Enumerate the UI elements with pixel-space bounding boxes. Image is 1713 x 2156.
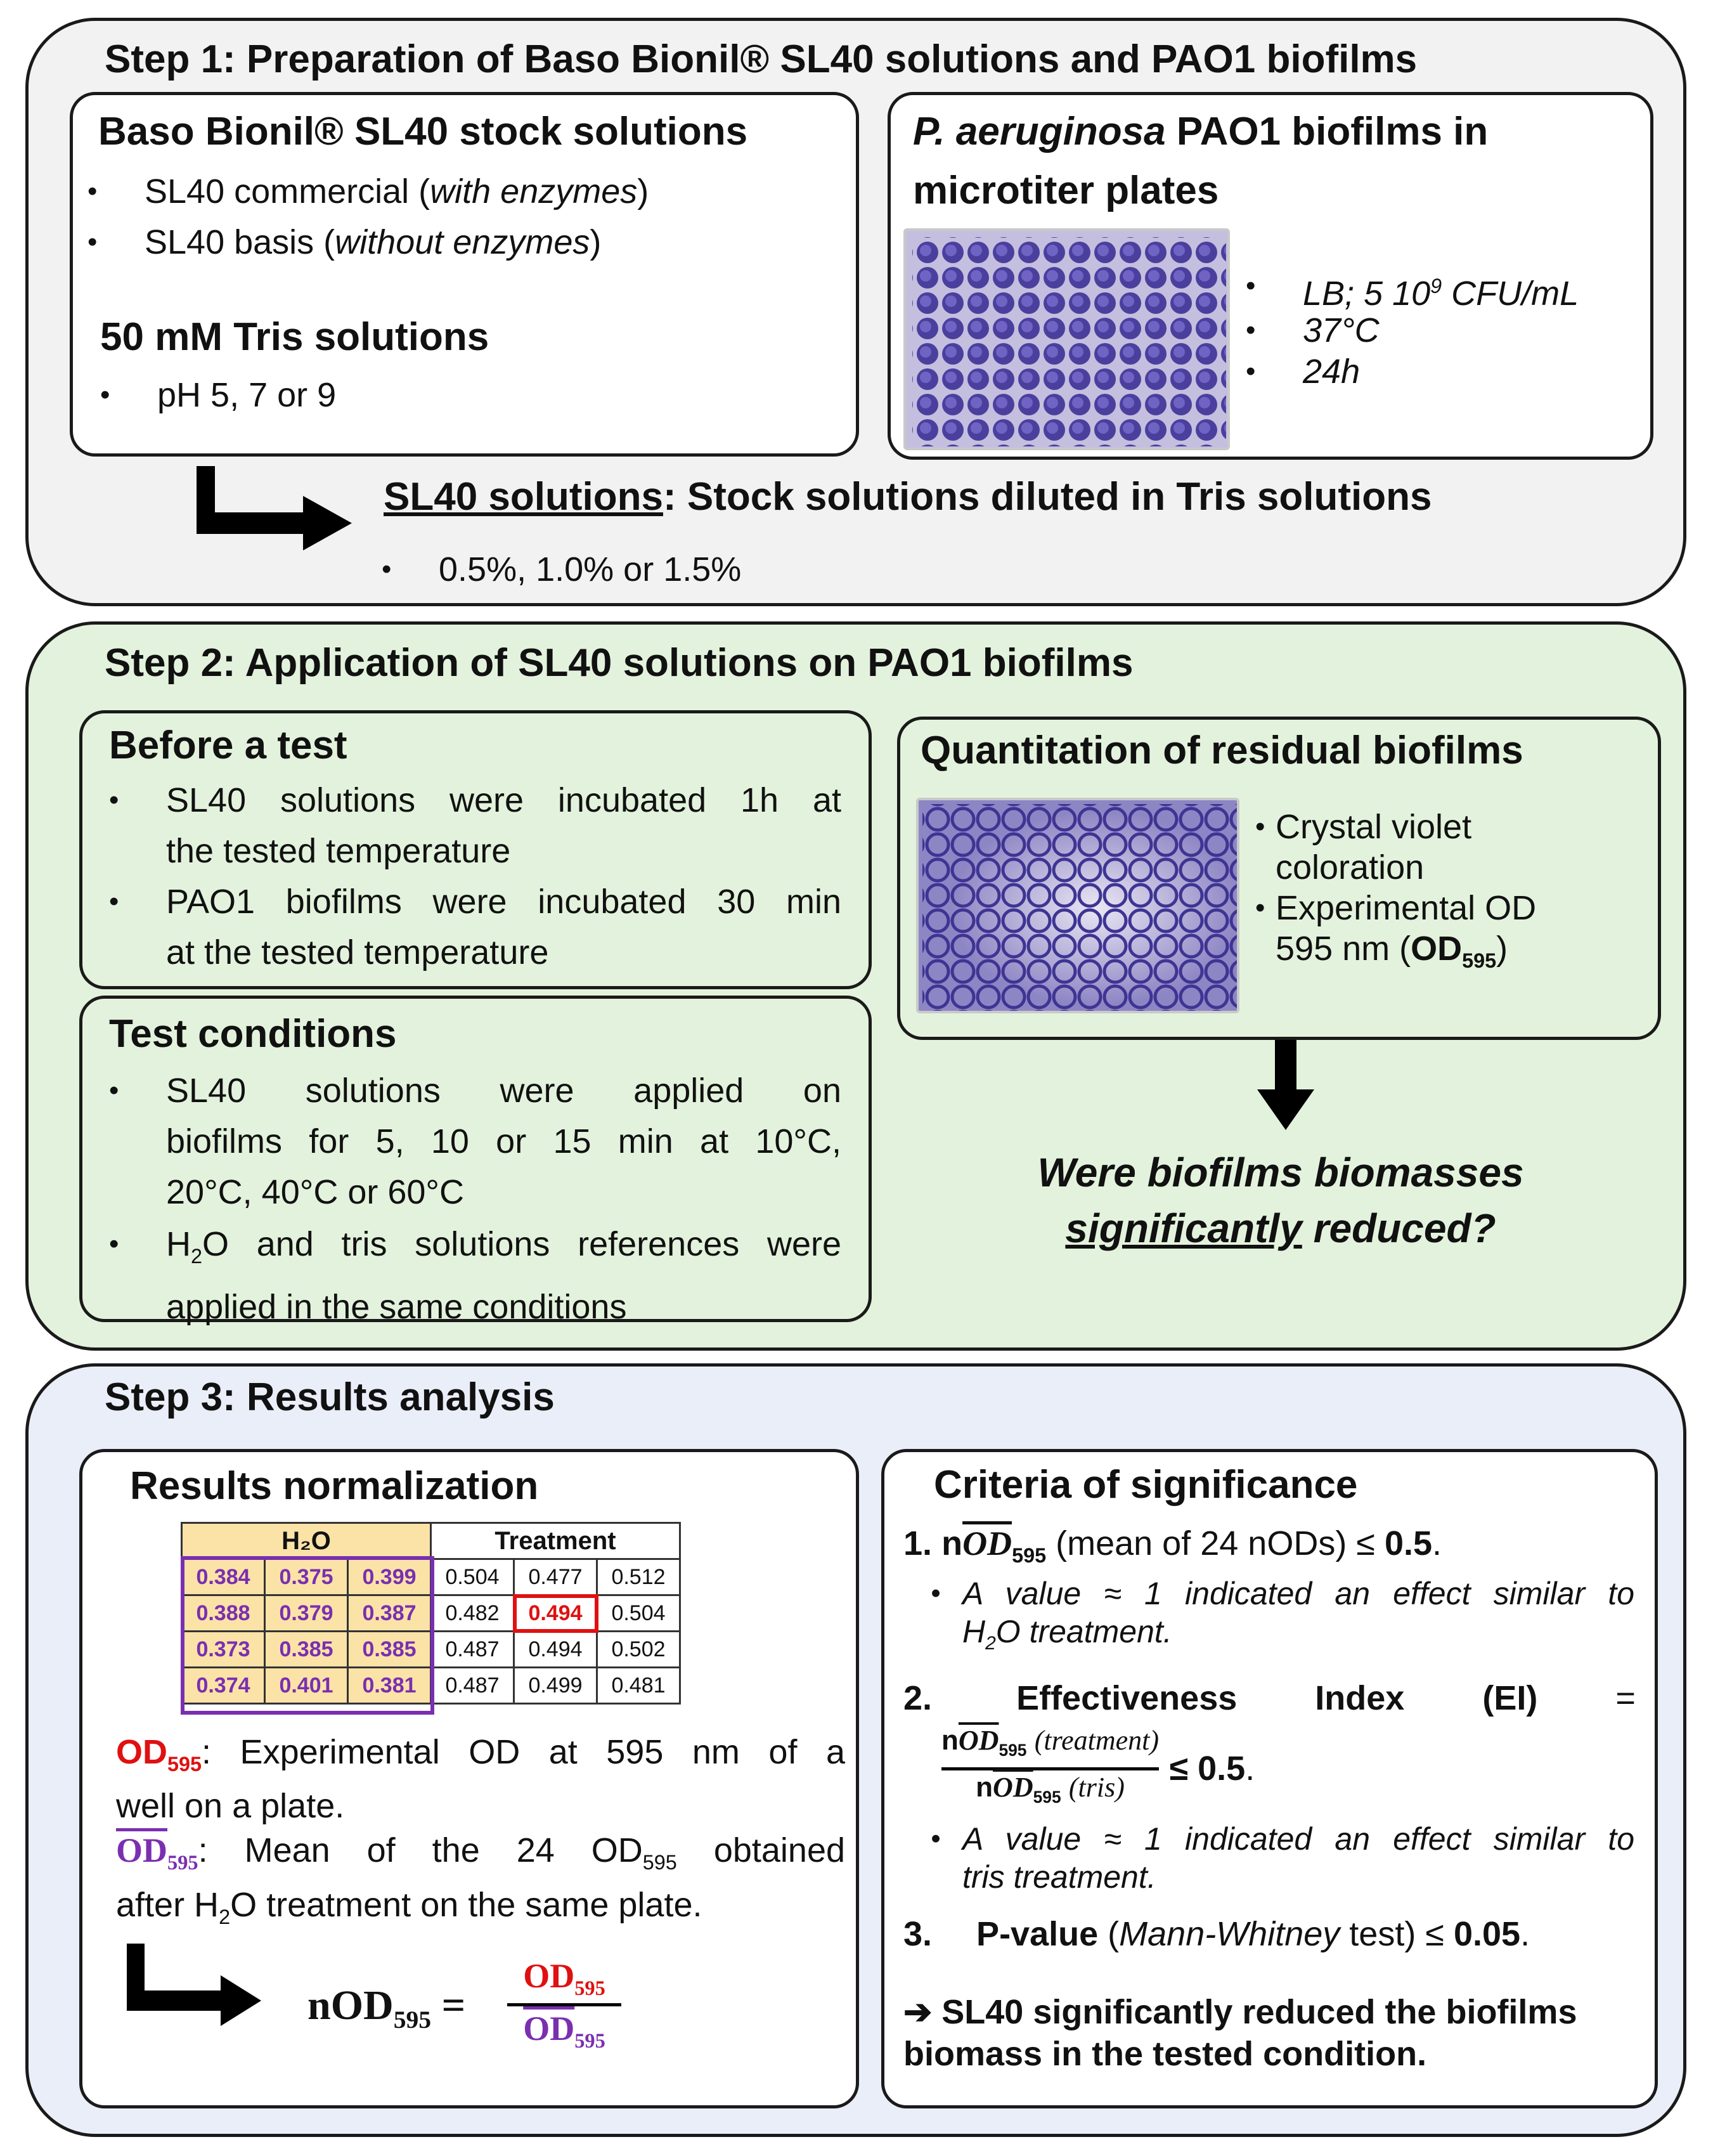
test-item-2: • H2O and tris solutions references were… (109, 1225, 841, 1326)
right-arrow-icon: ➔ (903, 1993, 933, 2031)
microtiter-plate-image (903, 228, 1230, 450)
criterion-2-note: • A value ≈ 1 indicated an effect simila… (931, 1821, 1634, 1895)
criterion-3: 3.P-value (Mann-Whitney test) ≤ 0.05. (903, 1915, 1530, 1953)
criteria-box (881, 1449, 1658, 2108)
before-item-2: • PAO1 biofilms were incubated 30 min at… (109, 883, 841, 971)
significance-question: Were biofilms biomasses significantly re… (1037, 1150, 1524, 1251)
table-cell: 0.379 (264, 1594, 349, 1632)
table-cell: 0.388 (181, 1594, 266, 1632)
table-cell: 0.387 (347, 1594, 432, 1632)
criteria-title: Criteria of significance (934, 1463, 1358, 1507)
treatment-header: Treatment (430, 1522, 681, 1560)
table-cell: 0.494 (513, 1630, 598, 1668)
table-cell: 0.499 (513, 1666, 598, 1705)
table-cell: 0.399 (347, 1558, 432, 1596)
step3-title: Step 3: Results analysis (105, 1375, 555, 1419)
tris-title: 50 mM Tris solutions (100, 315, 489, 359)
table-cell: 0.487 (430, 1666, 515, 1705)
sl40-solutions-item: •0.5%, 1.0% or 1.5% (382, 550, 742, 588)
criterion-1-note: • A value ≈ 1 indicated an effect simila… (931, 1576, 1634, 1654)
criterion-1: 1. nOD595 (mean of 24 nODs) ≤ 0.5. (903, 1524, 1442, 1567)
table-cell: 0.502 (596, 1630, 681, 1668)
biofilm-item-1: •LB; 5 109 CFU/mL (1246, 270, 1579, 313)
quantitation-title: Quantitation of residual biofilms (921, 729, 1523, 772)
table-cell: 0.374 (181, 1666, 266, 1705)
table-cell: 0.384 (181, 1558, 266, 1596)
test-item-1: • SL40 solutions were applied on biofilm… (109, 1072, 841, 1211)
biofilm-item-2: •37°C (1246, 311, 1380, 349)
table-cell: 0.401 (264, 1666, 349, 1705)
biofilm-item-3: •24h (1246, 353, 1361, 391)
before-item-1: • SL40 solutions were incubated 1h at th… (109, 781, 841, 870)
stock-solutions-box (70, 92, 859, 457)
table-cell: 0.381 (347, 1666, 432, 1705)
table-cell: 0.373 (181, 1630, 266, 1668)
step1-title: Step 1: Preparation of Baso Bionil® SL40… (105, 37, 1418, 81)
test-conditions-title: Test conditions (109, 1012, 397, 1056)
step2-title: Step 2: Application of SL40 solutions on… (105, 641, 1134, 685)
biofilm-title-line2: microtiter plates (913, 169, 1219, 212)
criterion-2: 2. Effectiveness Index (EI) = (903, 1679, 1636, 1717)
odbar-definition: OD595: Mean of the 24 OD595 obtained aft… (116, 1831, 846, 1928)
table-cell: 0.477 (513, 1558, 598, 1596)
od-table: H₂O Treatment 0.384 0.375 0.399 0.504 0.… (181, 1522, 681, 1705)
tris-item: •pH 5, 7 or 9 (100, 376, 337, 414)
table-cell: 0.504 (430, 1558, 515, 1596)
highlighted-cell: 0.494 (512, 1594, 598, 1633)
stock-item-1: •SL40 commercial (with enzymes) (87, 172, 649, 211)
elbow-arrow-icon (197, 466, 352, 550)
crystal-violet-plate-image (916, 798, 1239, 1013)
table-cell: 0.487 (430, 1630, 515, 1668)
table-cell: 0.375 (264, 1558, 349, 1596)
od-definition: OD595: Experimental OD at 595 nm of a we… (116, 1733, 845, 1825)
conclusion: ➔ SL40 significantly reduced the biofilm… (903, 1993, 1577, 2073)
ei-formula: nOD595 (treatment) nOD595 (tris) ≤ 0.5. (941, 1725, 1255, 1807)
table-cell: 0.385 (347, 1630, 432, 1668)
down-arrow-icon (1257, 1040, 1314, 1130)
table-cell: 0.482 (430, 1594, 515, 1632)
stock-solutions-title: Baso Bionil® SL40 stock solutions (98, 110, 748, 153)
table-cell: 0.504 (596, 1594, 681, 1632)
normalization-title: Results normalization (130, 1464, 539, 1508)
elbow-arrow-icon (127, 1944, 261, 2026)
before-test-title: Before a test (109, 724, 347, 767)
table-cell: 0.385 (264, 1630, 349, 1668)
before-test-box (79, 710, 872, 989)
h2o-header: H₂O (181, 1522, 432, 1560)
test-conditions-box (79, 996, 872, 1322)
h2o-block-outline (181, 1556, 434, 1715)
biofilm-title-line1: P. aeruginosa PAO1 biofilms in (913, 110, 1489, 153)
sl40-solutions-line: SL40 solutions: Stock solutions diluted … (384, 475, 1432, 519)
quant-items: •Crystal violet coloration •Experimental… (1255, 808, 1537, 972)
table-cell: 0.512 (596, 1558, 681, 1596)
table-cell: 0.481 (596, 1666, 681, 1705)
stock-item-2: •SL40 basis (without enzymes) (87, 223, 602, 261)
